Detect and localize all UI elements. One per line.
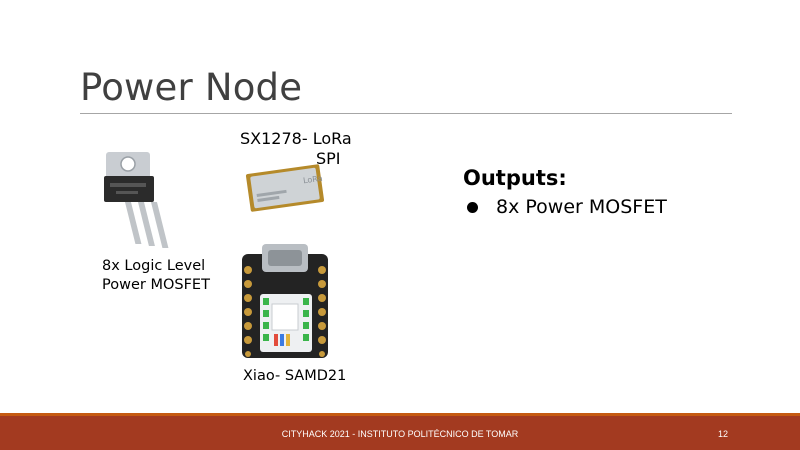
- outputs-list: 8x Power MOSFET: [463, 196, 667, 218]
- page-number: 12: [718, 429, 729, 439]
- slide-title: Power Node: [80, 66, 303, 109]
- svg-text:LoRa: LoRa: [303, 174, 324, 186]
- list-item-text: 8x Power MOSFET: [496, 196, 667, 218]
- mosfet-transistor-image: [104, 152, 169, 248]
- mosfet-label-line-2: Power MOSFET: [102, 277, 210, 293]
- title-divider: [80, 113, 732, 114]
- footer-band: [0, 413, 800, 450]
- xiao-label: Xiao- SAMD21: [243, 367, 346, 386]
- footer-accent-strip: [0, 413, 800, 416]
- outputs-heading: Outputs:: [463, 166, 567, 190]
- lora-module-image: LoRa: [245, 164, 325, 212]
- xiao-label-line-1: Xiao- SAMD21: [243, 368, 347, 384]
- lora-label: SX1278- LoRa SPI: [240, 129, 352, 169]
- mosfet-label: 8x Logic Level Power MOSFET: [102, 257, 210, 295]
- lora-label-line-2: SPI: [316, 149, 341, 168]
- xiao-board-image: [242, 244, 328, 358]
- footer-text: CITYHACK 2021 - INSTITUTO POLITÉCNICO DE…: [281, 429, 519, 439]
- lora-label-line-1: SX1278- LoRa: [240, 129, 352, 148]
- bullet-icon: [467, 201, 478, 213]
- list-item: 8x Power MOSFET: [463, 196, 667, 218]
- mosfet-label-line-1: 8x Logic Level: [102, 258, 206, 274]
